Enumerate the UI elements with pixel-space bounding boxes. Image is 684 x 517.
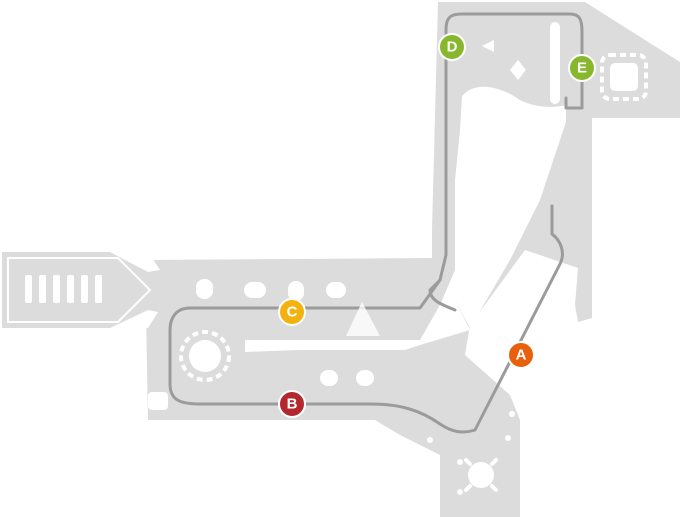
left-wing-notch-lower (110, 310, 158, 328)
round-table (179, 330, 231, 382)
marker-e-label: E (577, 60, 587, 77)
dot (457, 489, 463, 495)
stripe-3 (53, 275, 60, 303)
square-table (600, 53, 648, 101)
pad-6 (356, 370, 374, 386)
marker-a-circle (507, 341, 535, 369)
route-path (168, 12, 584, 434)
marker-a-label: A (516, 347, 527, 364)
decor-dots (427, 411, 515, 495)
fountain-spoke-4 (490, 484, 498, 492)
marker-c-label: C (287, 304, 298, 321)
fountain-basin (468, 462, 494, 488)
marker-b-label: B (287, 396, 298, 413)
marker-e-circle (568, 54, 596, 82)
marker-d[interactable]: D (438, 33, 466, 61)
triangle-icon (482, 40, 494, 52)
marker-d-label: D (447, 39, 458, 56)
square-table-top (610, 63, 638, 91)
diamond-icon (510, 60, 526, 80)
dot (509, 411, 515, 417)
fountain-spoke-1 (464, 458, 472, 466)
round-table-ring (179, 330, 231, 382)
stripe-4 (67, 275, 74, 303)
pad-5 (320, 370, 338, 386)
small-box (148, 392, 168, 410)
pad-4 (326, 282, 346, 298)
column-strip (550, 22, 560, 104)
central-cutout (245, 270, 470, 352)
marker-c-circle (278, 298, 306, 326)
marker-c[interactable]: C (278, 298, 306, 326)
fountain-spoke-2 (490, 458, 498, 466)
marker-a[interactable]: A (507, 341, 535, 369)
pad-2 (244, 282, 266, 298)
dot (427, 437, 433, 443)
main-footprint (145, 2, 680, 517)
round-table-top (189, 340, 221, 372)
upper-cutout (455, 86, 566, 328)
fountain-spoke-3 (464, 484, 472, 492)
pad-1 (196, 279, 213, 299)
stripe-5 (81, 275, 88, 303)
light-cone (346, 302, 380, 336)
marker-d-circle (438, 33, 466, 61)
left-wing-outline (7, 257, 152, 323)
left-wing-notch (110, 252, 160, 272)
stripe-1 (25, 275, 32, 303)
marker-b-circle (278, 390, 306, 418)
stripe-6 (95, 275, 102, 303)
marker-e[interactable]: E (568, 54, 596, 82)
dot (505, 435, 511, 441)
marker-b[interactable]: B (278, 390, 306, 418)
pad-3 (288, 281, 304, 301)
dot (457, 459, 463, 465)
square-table-frame (600, 53, 648, 101)
grandstand-stripes (25, 275, 102, 303)
stripe-2 (39, 275, 46, 303)
white-cutouts (110, 22, 566, 410)
fountain (464, 458, 498, 492)
